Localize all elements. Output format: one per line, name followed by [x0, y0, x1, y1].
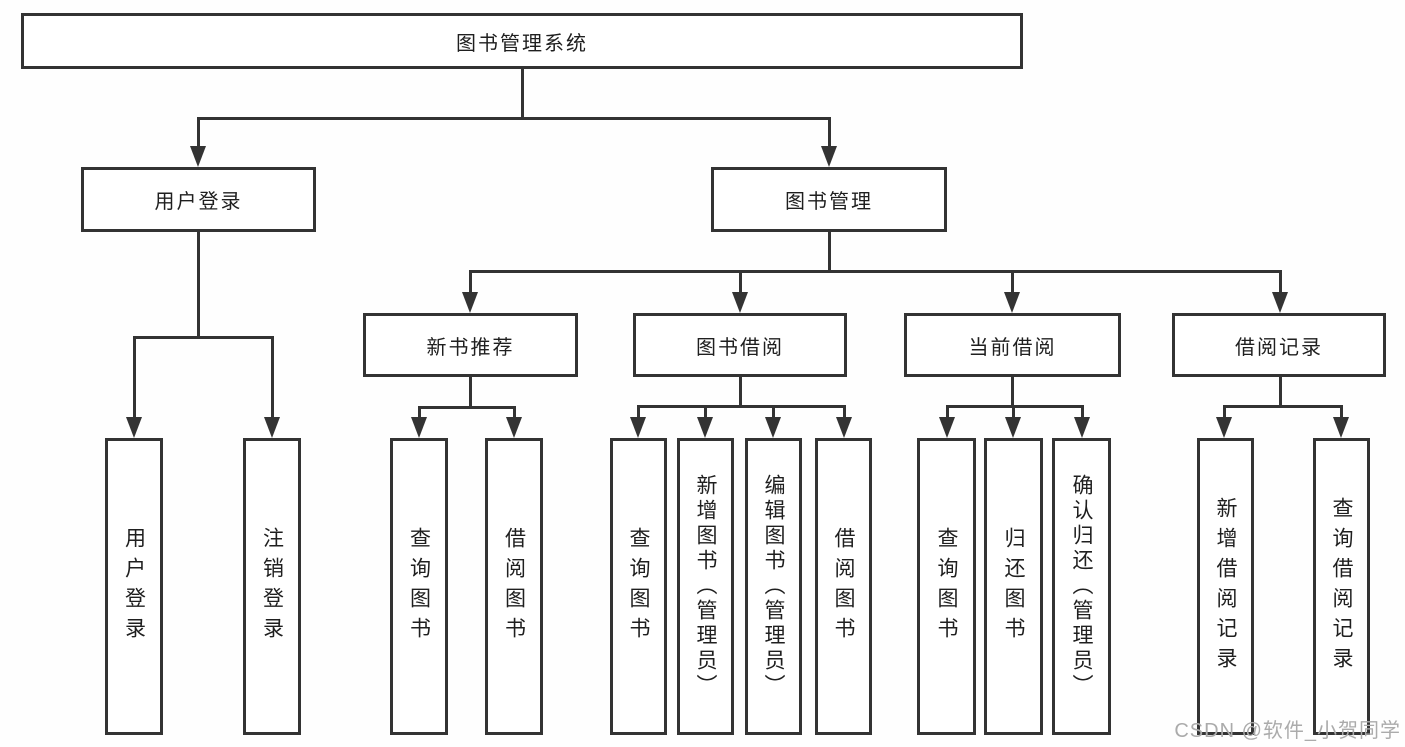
leaf-label: 新增借阅记录	[1214, 496, 1237, 677]
connector-line	[1340, 405, 1343, 419]
leaf-query-books-current: 查询图书	[917, 438, 976, 735]
leaf-query-books-borrowing: 查询图书	[610, 438, 667, 735]
arrow-down-icon	[939, 417, 955, 438]
arrow-down-icon	[1074, 417, 1090, 438]
connector-line	[828, 117, 831, 148]
connector-line	[637, 405, 846, 408]
leaf-label: 注销登录	[260, 526, 284, 647]
node-user-login: 用户登录	[81, 167, 316, 232]
connector-line	[133, 336, 136, 419]
connector-line	[1011, 270, 1014, 294]
connector-line	[739, 270, 742, 294]
connector-line	[637, 405, 640, 419]
arrow-down-icon	[1333, 417, 1349, 438]
leaf-label: 查询借阅记录	[1330, 496, 1353, 677]
connector-line	[197, 232, 200, 338]
leaf-return-books: 归还图书	[984, 438, 1043, 735]
connector-line	[1081, 405, 1084, 419]
connector-line	[843, 405, 846, 419]
arrow-down-icon	[411, 417, 427, 438]
node-book-borrowing: 图书借阅	[633, 313, 847, 377]
connector-line	[271, 336, 274, 419]
arrow-down-icon	[1004, 292, 1020, 313]
connector-line	[704, 405, 707, 419]
arrow-down-icon	[821, 146, 837, 167]
arrow-down-icon	[630, 417, 646, 438]
node-borrowing-records: 借阅记录	[1172, 313, 1386, 377]
arrow-down-icon	[836, 417, 852, 438]
arrow-down-icon	[732, 292, 748, 313]
node-book-management: 图书管理	[711, 167, 947, 232]
leaf-label: 归还图书	[1002, 526, 1025, 647]
leaf-label: 确认归还（管理员）	[1070, 474, 1093, 699]
connector-line	[946, 405, 949, 419]
connector-line	[469, 270, 1282, 273]
arrow-down-icon	[765, 417, 781, 438]
connector-line	[828, 232, 831, 272]
node-label: 图书借阅	[696, 336, 784, 359]
connector-line	[469, 270, 472, 294]
leaf-label: 借阅图书	[502, 526, 526, 647]
arrow-down-icon	[462, 292, 478, 313]
leaf-label: 查询图书	[627, 526, 650, 647]
leaf-add-borrow-record: 新增借阅记录	[1197, 438, 1254, 735]
leaf-add-book-admin: 新增图书（管理员）	[677, 438, 734, 735]
node-label: 新书推荐	[426, 336, 515, 359]
node-label: 当前借阅	[968, 336, 1057, 359]
connector-line	[1279, 376, 1282, 407]
arrow-down-icon	[1272, 292, 1288, 313]
leaf-confirm-return-admin: 确认归还（管理员）	[1052, 438, 1111, 735]
leaf-label: 借阅图书	[832, 526, 855, 647]
connector-line	[739, 377, 742, 407]
connector-line	[197, 117, 831, 120]
connector-line	[521, 69, 524, 119]
arrow-down-icon	[697, 417, 713, 438]
connector-line	[946, 405, 1084, 408]
watermark: CSDN @软件_小贺同学	[1174, 720, 1401, 742]
leaf-label: 用户登录	[122, 526, 146, 647]
node-label: 图书管理	[785, 191, 873, 213]
leaf-user-login: 用户登录	[105, 438, 163, 735]
connector-line	[197, 117, 200, 148]
arrow-down-icon	[126, 417, 142, 438]
connector-line	[1223, 405, 1343, 408]
leaf-logout: 注销登录	[243, 438, 301, 735]
connector-line	[1012, 405, 1015, 419]
arrow-down-icon	[1005, 417, 1021, 438]
leaf-label: 查询图书	[407, 526, 431, 647]
node-label: 图书管理系统	[456, 32, 588, 55]
connector-line	[133, 336, 274, 339]
node-label: 借阅记录	[1235, 336, 1323, 359]
leaf-query-books-recommend: 查询图书	[390, 438, 448, 735]
arrow-down-icon	[264, 417, 280, 438]
node-new-book-recommend: 新书推荐	[363, 313, 578, 377]
connector-line	[418, 406, 421, 419]
leaf-query-borrow-record: 查询借阅记录	[1313, 438, 1370, 735]
arrow-down-icon	[190, 146, 206, 167]
leaf-label: 编辑图书（管理员）	[762, 474, 785, 699]
connector-line	[1223, 405, 1226, 419]
connector-line	[469, 376, 472, 408]
connector-line	[1011, 377, 1014, 407]
leaf-borrow-books-borrowing: 借阅图书	[815, 438, 872, 735]
leaf-borrow-books-recommend: 借阅图书	[485, 438, 543, 735]
leaf-label: 新增图书（管理员）	[694, 474, 717, 699]
node-library-management-system: 图书管理系统	[21, 13, 1023, 69]
node-current-borrowing: 当前借阅	[904, 313, 1121, 377]
connector-line	[1279, 270, 1282, 294]
leaf-label: 查询图书	[935, 526, 958, 647]
arrow-down-icon	[506, 417, 522, 438]
connector-line	[513, 406, 516, 419]
leaf-edit-book-admin: 编辑图书（管理员）	[745, 438, 802, 735]
connector-line	[772, 405, 775, 419]
connector-line	[418, 406, 516, 409]
node-label: 用户登录	[154, 191, 243, 213]
arrow-down-icon	[1216, 417, 1232, 438]
